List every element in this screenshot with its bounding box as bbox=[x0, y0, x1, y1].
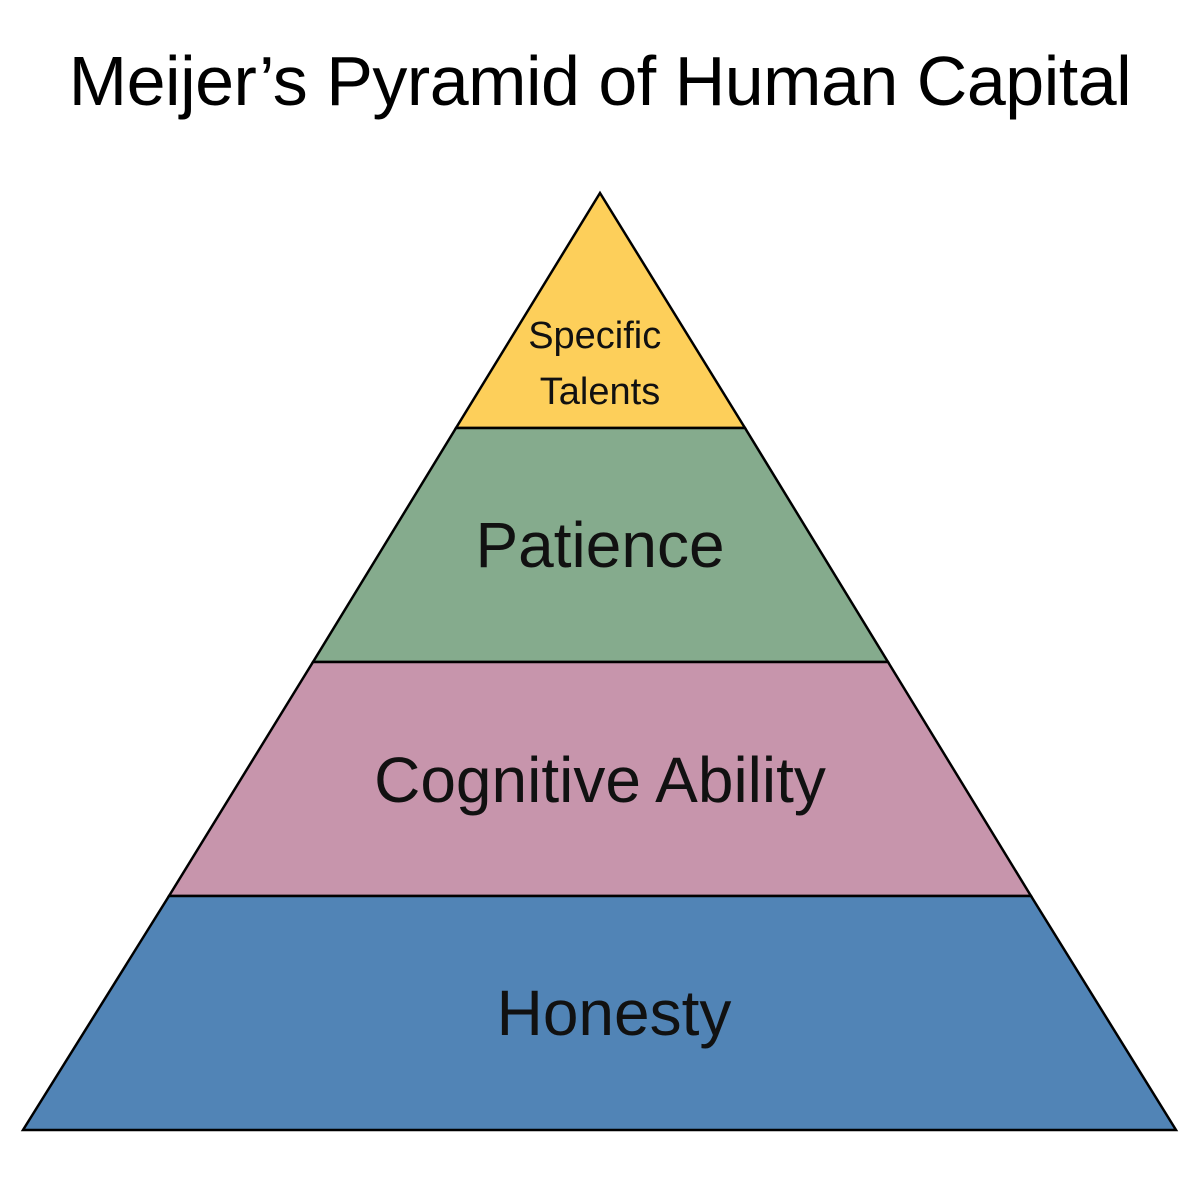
diagram-title: Meijer’s Pyramid of Human Capital bbox=[68, 42, 1132, 120]
honesty-label: Honesty bbox=[497, 977, 732, 1049]
specific-talents-label: Specific Talents bbox=[528, 315, 672, 413]
honesty-tier bbox=[20, 894, 1179, 1132]
specific-talents-label-line-2: Talents bbox=[540, 371, 660, 413]
patience-label: Patience bbox=[475, 509, 724, 581]
specific-talents-label-line-1: Specific bbox=[528, 315, 661, 357]
cognitive-ability-label: Cognitive Ability bbox=[374, 744, 826, 816]
